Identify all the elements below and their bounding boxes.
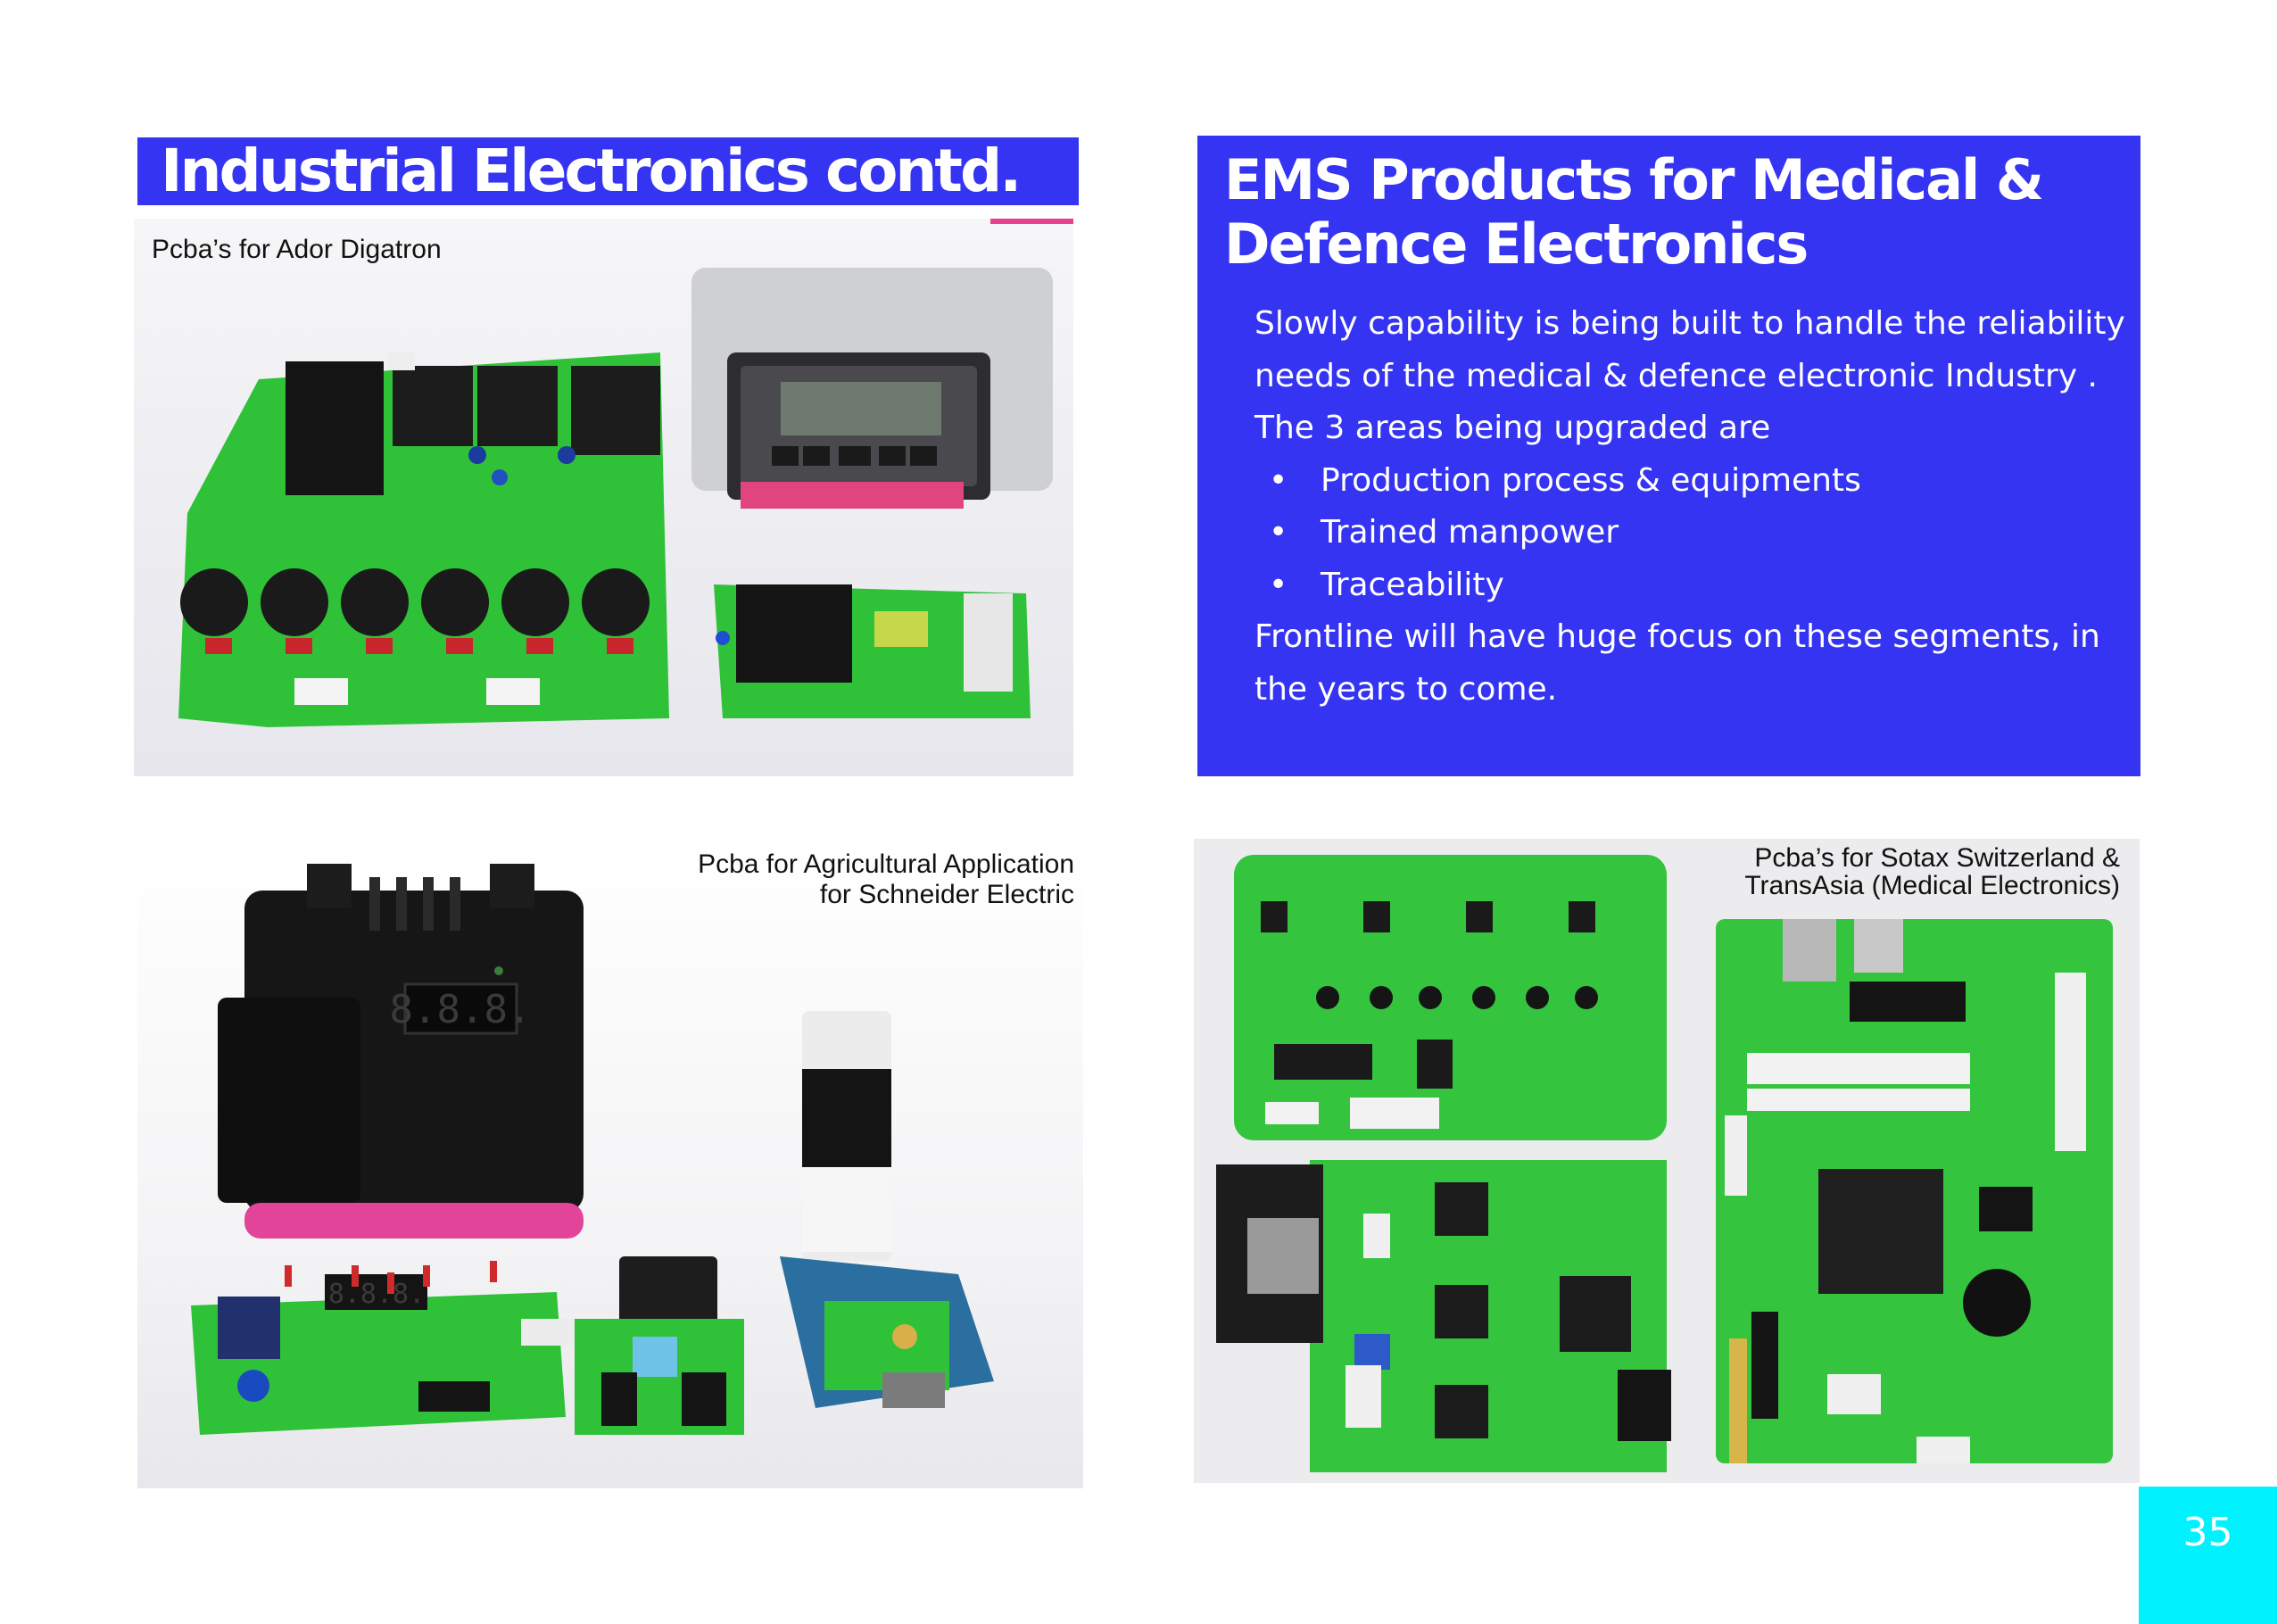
info-title-line-1: EMS Products for Medical & bbox=[1224, 147, 2044, 212]
photo1-caption: Pcba’s for Ador Digatron bbox=[152, 235, 442, 264]
pcb-photo-illustration-1 bbox=[178, 219, 1073, 727]
pcb-photo-illustration-2: 8.8.8. 8.8.8. bbox=[191, 864, 994, 1435]
board-display-text: 8.8.8. bbox=[328, 1279, 425, 1310]
photo3-caption-line-1: Pcba’s for Sotax Switzerland & bbox=[1754, 843, 2120, 873]
outro-line: the years to come. bbox=[1254, 670, 1558, 708]
info-box-medical-defence: EMS Products for Medical & Defence Elect… bbox=[1197, 136, 2140, 776]
section-title-industrial: Industrial Electronics contd. bbox=[137, 137, 1079, 205]
photo3-caption-line-2: TransAsia (Medical Electronics) bbox=[1744, 871, 2120, 900]
intro-line: needs of the medical & defence electroni… bbox=[1254, 357, 2098, 394]
intro-line: Slowly capability is being built to hand… bbox=[1254, 305, 2125, 342]
intro-line: The 3 areas being upgraded are bbox=[1254, 410, 1771, 446]
pcb-photo-illustration-3 bbox=[1216, 855, 2113, 1472]
info-box-body: Slowly capability is being built to hand… bbox=[1254, 298, 2129, 716]
info-title-line-2: Defence Electronics bbox=[1224, 211, 1809, 277]
photo2-caption-line-1: Pcba for Agricultural Application bbox=[698, 849, 1074, 879]
upgrade-areas-list: Production process & equipments Trained … bbox=[1254, 455, 2129, 612]
photo2-caption-line-2: for Schneider Electric bbox=[819, 880, 1074, 909]
list-item: Traceability bbox=[1254, 559, 2129, 612]
photo-ador-digatron-pcbas: Pcba’s for Ador Digatron bbox=[134, 219, 1073, 776]
list-item: Production process & equipments bbox=[1254, 455, 2129, 508]
info-box-title: EMS Products for Medical & Defence Elect… bbox=[1224, 148, 2116, 277]
photo3-caption: Pcba’s for Sotax Switzerland & TransAsia… bbox=[1744, 844, 2120, 899]
page-number: 35 bbox=[2139, 1487, 2277, 1624]
meter-display-text: 8.8.8. bbox=[390, 987, 532, 1032]
photo-schneider-agri-pcbas: 8.8.8. 8.8.8. Pcba for Agricul bbox=[137, 837, 1083, 1488]
outro-line: Frontline will have huge focus on these … bbox=[1254, 618, 2100, 655]
photo-sotax-transasia-pcbas: Pcba’s for Sotax Switzerland & TransAsia… bbox=[1194, 839, 2140, 1483]
list-item: Trained manpower bbox=[1254, 507, 2129, 559]
photo2-caption: Pcba for Agricultural Application for Sc… bbox=[698, 849, 1074, 910]
